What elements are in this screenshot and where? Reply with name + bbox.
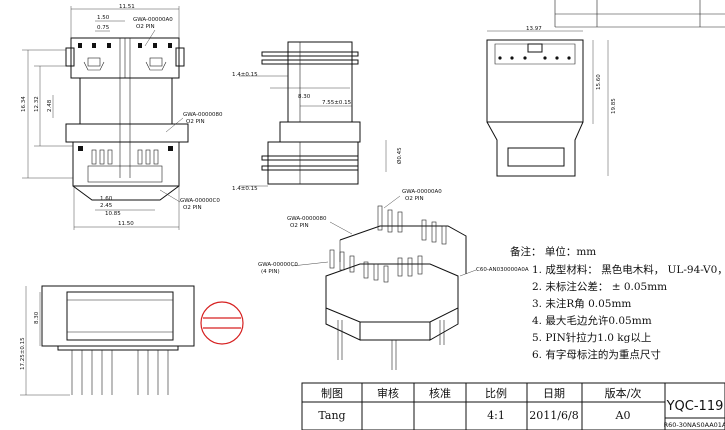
revision-circle-mark (200, 301, 244, 345)
part-number: R60-30NAS0AA01A (664, 421, 725, 429)
callout-c0-pin: O2 PIN (183, 205, 202, 211)
notes-heading: 备注： 单位：mm (510, 245, 596, 258)
dim-7-55: 7.55±0.15 (322, 100, 352, 106)
hdr-scale: 比例 (485, 386, 507, 400)
iso-a0-pin: O2 PIN (405, 196, 424, 202)
callout-b0-code: GWA-0000080 (183, 112, 223, 118)
iso-b0-code: GWA-0000080 (287, 216, 327, 222)
rear-view-labels: 13.97 15.60 19.85 (526, 26, 617, 114)
iso-c0-code: GWA-00000C0 (258, 262, 298, 268)
dim-17-25: 17.25±0.15 (20, 337, 26, 370)
iso-b0-pin: O2 PIN (290, 223, 309, 229)
dim-15-60: 15.60 (596, 74, 602, 90)
dim-top-width: 11.51 (119, 4, 135, 10)
iso-a0-code: GWA-00000A0 (402, 189, 442, 195)
top-view-labels: 11.51 1.50 0.75 GWA-00000A0 O2 PIN 16.34… (21, 4, 223, 227)
note-6: 6. 有字母标注的为重点尺寸 (532, 348, 661, 361)
callout-a0-code: GWA-00000A0 (133, 17, 173, 23)
note-2: 2. 未标注公差： ± 0.05mm (532, 280, 667, 293)
dim-16-34: 16.34 (21, 96, 27, 112)
hdr-approved: 核准 (429, 386, 451, 400)
dim-front-8-30: 8.30 (34, 311, 40, 324)
front-view (20, 285, 195, 396)
dim-1-50: 1.50 (97, 15, 110, 21)
dim-1-60: 1.60 (100, 196, 113, 202)
callout-c0-code: GWA-00000C0 (180, 198, 220, 204)
val-scale: 4:1 (487, 409, 505, 422)
note-4: 4. 最大毛边允许0.05mm (532, 314, 652, 327)
note-5: 5. PIN针拉力1.0 kg以上 (532, 331, 651, 344)
val-date: 2011/6/8 (529, 409, 578, 422)
val-drawn: Tang (318, 409, 345, 422)
hdr-version: 版本/次 (605, 386, 642, 400)
title-block-text: 制图 审核 核准 比例 日期 版本/次 Tang 4:1 2011/6/8 A0… (318, 386, 725, 429)
dim-1-4-bottom: 1.4±0.15 (232, 186, 258, 192)
dim-0-45: Ø0.45 (396, 147, 403, 164)
hdr-drawn: 制图 (321, 387, 343, 400)
callout-a0-pin: O2 PIN (136, 24, 155, 30)
dim-12-32: 12.32 (34, 96, 40, 112)
dim-2-48: 2.48 (47, 99, 53, 112)
isometric-view-labels: GWA-0000080 O2 PIN GWA-00000A0 O2 PIN GW… (258, 189, 529, 275)
isometric-view (291, 195, 477, 370)
model-number: YQC-119 (666, 399, 724, 414)
dim-side-8-30: 8.30 (298, 94, 311, 100)
iso-body-code: C60-AN030000A0A (476, 267, 529, 273)
notes: 备注： 单位：mm 1. 成型材料： 黑色电木料， UL-94-V0， 2. 未… (510, 245, 725, 361)
dim-13-97: 13.97 (526, 26, 542, 32)
dim-10-85: 10.85 (105, 211, 121, 217)
dim-2-45: 2.45 (100, 203, 113, 209)
iso-c0-pin: (4 PIN) (261, 269, 280, 275)
dim-19-85: 19.85 (611, 98, 617, 114)
dim-0-75: 0.75 (97, 25, 110, 31)
note-1: 1. 成型材料： 黑色电木料， UL-94-V0， (532, 263, 725, 276)
dim-11-50: 11.50 (118, 221, 134, 227)
val-version: A0 (615, 409, 631, 422)
side-view (239, 41, 387, 187)
note-3: 3. 未注R角 0.05mm (532, 297, 631, 310)
side-view-labels: 1.4±0.15 8.30 7.55±0.15 1.4±0.15 Ø0.45 (232, 72, 403, 192)
title-block (301, 382, 725, 430)
rear-view (486, 30, 609, 177)
top-view (22, 6, 189, 230)
hdr-checked: 审核 (377, 386, 399, 400)
dim-1-4-top: 1.4±0.15 (232, 72, 258, 78)
revision-table (554, 0, 725, 28)
callout-b0-pin: O2 PIN (186, 119, 205, 125)
hdr-date: 日期 (543, 387, 565, 400)
front-view-labels: 8.30 17.25±0.15 (20, 311, 40, 370)
